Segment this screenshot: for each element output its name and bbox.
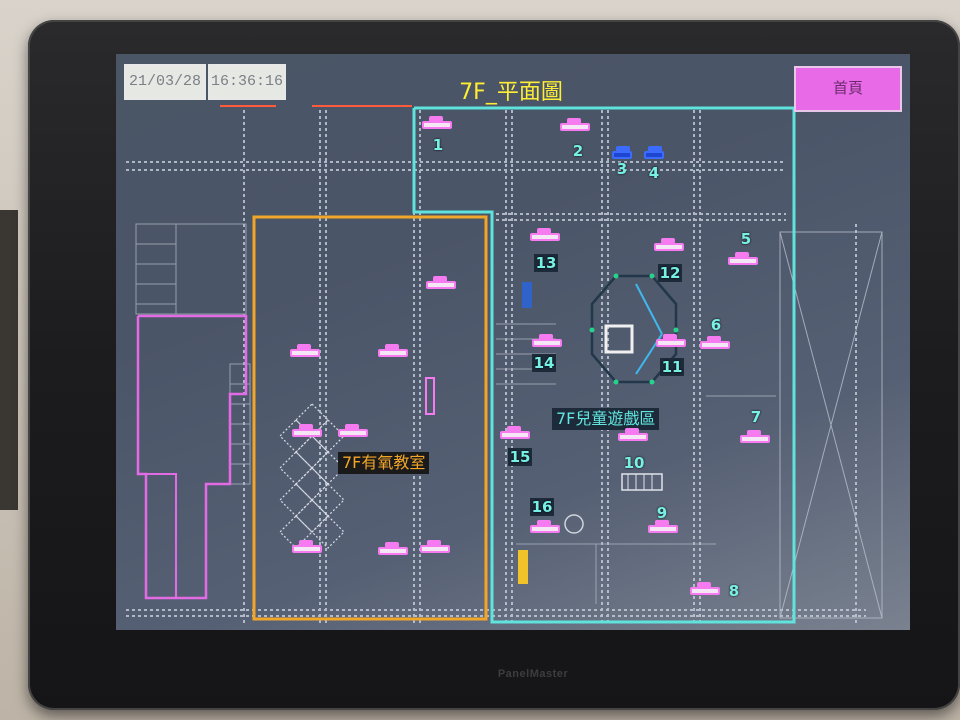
ac-unit-16[interactable]: [530, 520, 560, 536]
ac-unit-aerobic[interactable]: [292, 424, 322, 440]
floor-plan: [126, 105, 883, 624]
ac-unit-label: 6: [710, 316, 722, 334]
wall: [0, 210, 18, 510]
ac-unit-label: 16: [530, 498, 554, 516]
brand-logo: PanelMaster: [497, 668, 569, 680]
ac-unit-aerobic[interactable]: [290, 344, 320, 360]
ac-unit-13[interactable]: [530, 228, 560, 244]
date-display: 21/03/28: [124, 64, 206, 100]
ac-unit-label: 14: [532, 354, 556, 372]
ac-unit-aerobic[interactable]: [378, 344, 408, 360]
ac-unit-4[interactable]: [644, 146, 674, 162]
ac-unit-11[interactable]: [656, 334, 686, 350]
ac-unit-3[interactable]: [612, 146, 642, 162]
ac-unit-8[interactable]: [690, 582, 720, 598]
page-title: 7F_平面圖: [459, 80, 563, 105]
ac-unit-1[interactable]: [422, 116, 452, 132]
aerobic-room-outline: [252, 215, 488, 621]
hmi-screen: 21/03/28 16:36:16 7F_平面圖 首頁 7F有氧教室 7F兒童遊…: [116, 54, 910, 630]
ac-unit-label: 2: [572, 142, 584, 160]
ac-unit-label: 15: [508, 448, 532, 466]
zone-label-kids: 7F兒童遊戲區: [552, 408, 660, 430]
ac-unit-label: 1: [432, 136, 444, 154]
zone-label-aerobic: 7F有氧教室: [338, 452, 430, 474]
ac-unit-9[interactable]: [648, 520, 678, 536]
ac-unit-aerobic[interactable]: [426, 276, 456, 292]
ac-unit-label: 5: [740, 230, 752, 248]
ac-unit-15[interactable]: [500, 426, 530, 442]
ac-unit-label: 8: [728, 582, 740, 600]
ac-unit-label: 3: [616, 160, 628, 178]
ac-unit-label: 7: [750, 408, 762, 426]
ac-unit-7[interactable]: [740, 430, 770, 446]
ac-unit-label: 9: [656, 504, 668, 522]
ac-unit-14[interactable]: [532, 334, 562, 350]
ac-unit-label: 11: [660, 358, 684, 376]
home-button[interactable]: 首頁: [794, 66, 902, 112]
kids-zone-outline: [412, 106, 796, 624]
ac-unit-aerobic[interactable]: [420, 540, 450, 556]
ac-unit-label: 10: [623, 454, 645, 472]
time-display: 16:36:16: [208, 64, 286, 100]
ac-unit-aerobic[interactable]: [292, 540, 322, 556]
ac-unit-aerobic[interactable]: [338, 424, 368, 440]
ac-unit-5[interactable]: [728, 252, 758, 268]
ac-unit-12[interactable]: [654, 238, 684, 254]
ac-unit-aerobic[interactable]: [378, 542, 408, 558]
ac-unit-label: 12: [658, 264, 682, 282]
ac-unit-label: 13: [534, 254, 558, 272]
ac-unit-label: 4: [648, 164, 660, 182]
side-zone-outline: [136, 314, 248, 600]
ac-unit-10[interactable]: [618, 428, 648, 444]
ac-unit-6[interactable]: [700, 336, 730, 352]
ac-unit-2[interactable]: [560, 118, 590, 134]
